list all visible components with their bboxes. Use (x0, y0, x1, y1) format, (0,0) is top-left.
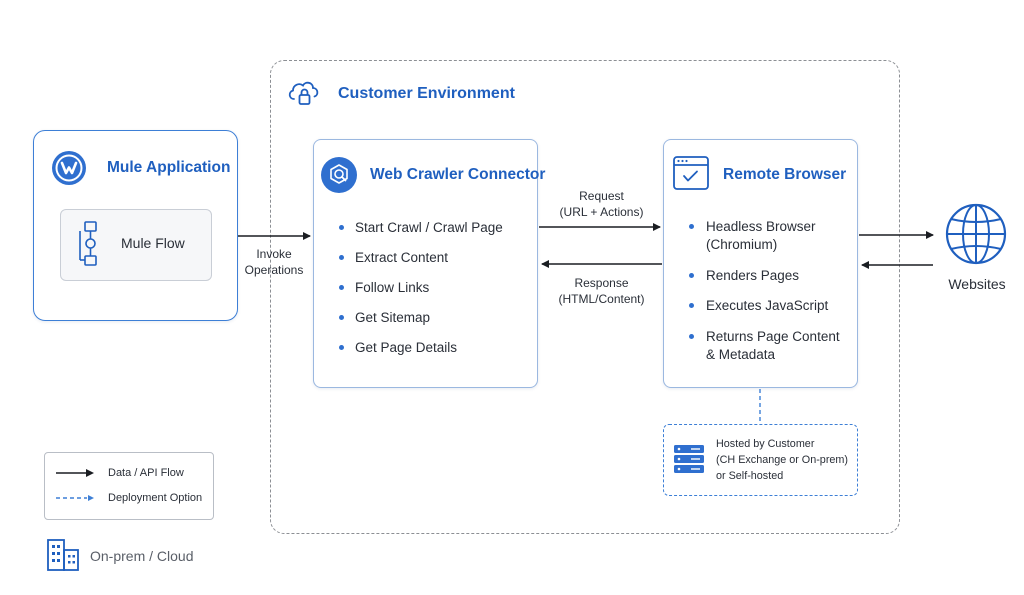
response-label-line1: Response (574, 276, 629, 290)
connector-title: Web Crawler Connector (370, 166, 546, 183)
server-icon (674, 445, 704, 473)
invoke-label-line1: Invoke (256, 247, 292, 261)
building-icon (47, 539, 79, 571)
remote-browser-card (663, 139, 858, 388)
bullet (689, 273, 694, 278)
bullet (339, 315, 344, 320)
bullet (339, 255, 344, 260)
globe-icon (945, 203, 1007, 265)
response-label-line2: (HTML/Content) (558, 292, 645, 306)
remote-browser-title: Remote Browser (723, 166, 847, 183)
hosting-line1: Hosted by Customer (716, 438, 815, 450)
browser-item-returns-detail: & Metadata (706, 347, 776, 362)
mulesoft-logo-icon (52, 151, 86, 185)
bullet (339, 285, 344, 290)
legend-swatches (56, 469, 94, 501)
connector-icon (321, 157, 357, 193)
browser-item-executes-js: Executes JavaScript (706, 298, 829, 313)
customer-environment-boundary (270, 60, 900, 534)
browser-item-headless-detail: (Chromium) (706, 237, 778, 252)
bullet (339, 345, 344, 350)
legend-dashed-arrowhead (88, 495, 94, 501)
hosting-line3: or Self-hosted (716, 470, 784, 482)
legend-deployment: Deployment Option (108, 492, 203, 504)
websites-label: Websites (948, 276, 1006, 292)
connector-item-follow-links: Follow Links (355, 280, 430, 295)
connector-item-extract-content: Extract Content (355, 250, 449, 265)
invoke-label-line2: Operations (244, 263, 304, 277)
legend-data-flow: Data / API Flow (108, 467, 184, 479)
cloud-lock-icon (288, 81, 319, 105)
hosting-line2: (CH Exchange or On-prem) (716, 454, 849, 466)
bullet (689, 303, 694, 308)
mule-flow-label: Mule Flow (121, 235, 185, 251)
browser-window-icon (673, 156, 709, 190)
mule-application-title: Mule Application (107, 159, 231, 176)
legend (44, 452, 214, 520)
flow-icon (79, 221, 97, 266)
bullet (689, 334, 694, 339)
footer-label: On-prem / Cloud (90, 548, 194, 564)
bullet (339, 225, 344, 230)
hosting-option-box (663, 424, 858, 496)
environment-title: Customer Environment (338, 85, 515, 102)
connector-item-get-sitemap: Get Sitemap (355, 310, 431, 325)
connector-item-start-crawl: Start Crawl / Crawl Page (355, 220, 503, 235)
browser-item-headless: Headless Browser (706, 219, 816, 234)
connector-item-get-page-details: Get Page Details (355, 340, 458, 355)
request-label-line2: (URL + Actions) (559, 205, 644, 219)
mule-flow-box (60, 209, 212, 281)
request-label-line1: Request (579, 189, 624, 203)
browser-item-renders: Renders Pages (706, 268, 800, 283)
legend-solid-arrowhead (86, 469, 94, 477)
bullet (689, 224, 694, 229)
browser-item-returns: Returns Page Content (706, 329, 840, 344)
